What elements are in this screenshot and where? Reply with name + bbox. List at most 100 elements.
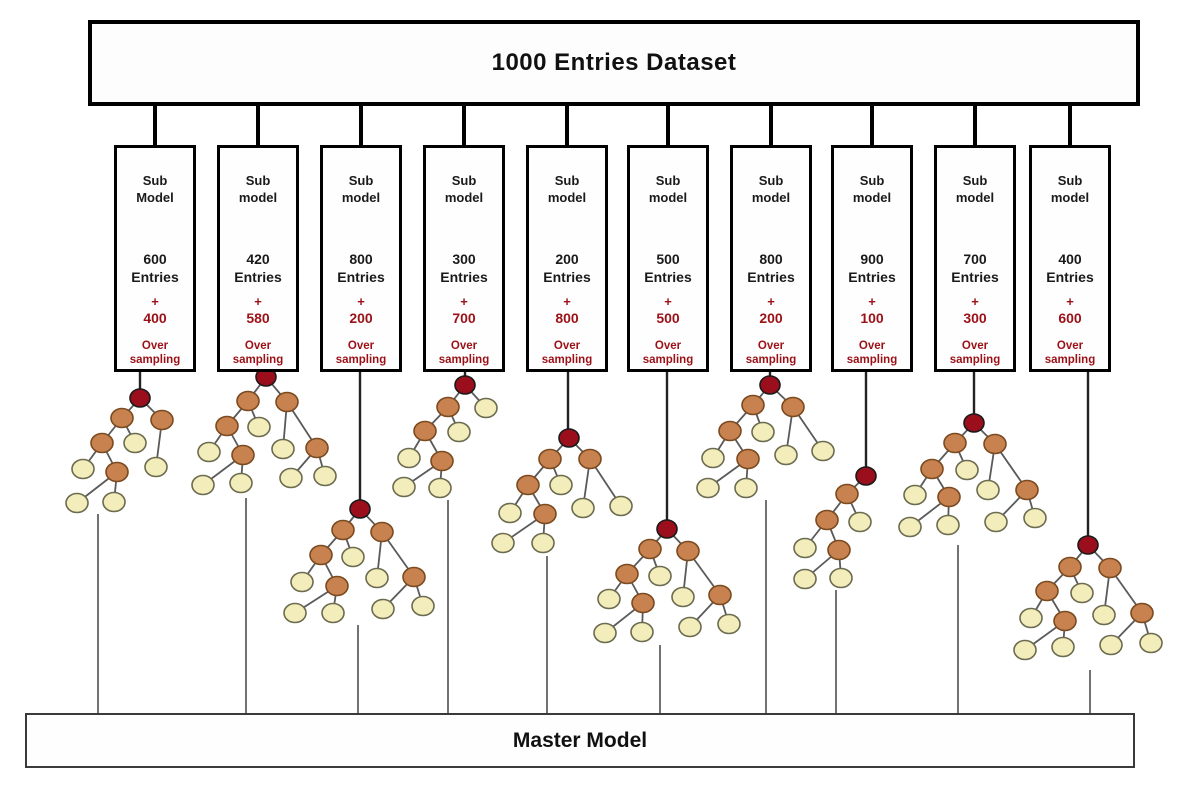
tree-node-internal: [943, 432, 967, 454]
tree-node-leaf: [498, 502, 522, 524]
tree-node-root: [656, 519, 678, 539]
tree-node-leaf: [123, 432, 147, 454]
tree-node-internal: [105, 461, 129, 483]
tree-node-root: [963, 413, 985, 433]
tree-node-leaf: [229, 472, 253, 494]
tree-node-leaf: [102, 491, 126, 513]
master-model-label: Master Model: [512, 728, 648, 752]
tree-node-internal: [533, 503, 557, 525]
tree-node-leaf: [976, 479, 1000, 501]
tree-node-leaf: [648, 565, 672, 587]
tree-node-leaf: [717, 613, 741, 635]
tree-node-leaf: [811, 440, 835, 462]
plus-sign: +: [563, 294, 571, 309]
tree-node-leaf: [144, 456, 168, 478]
tree-node-internal: [430, 450, 454, 472]
plus-sign: +: [767, 294, 775, 309]
tree-node-leaf: [829, 567, 853, 589]
tree-node-leaf: [531, 532, 555, 554]
tree-node-leaf: [903, 484, 927, 506]
tree-node-internal: [1053, 610, 1077, 632]
plus-sign: +: [357, 294, 365, 309]
tree-node-internal: [325, 575, 349, 597]
oversample-count: 200: [759, 310, 783, 326]
tree-node-leaf: [1023, 507, 1047, 529]
tree-node-leaf: [793, 568, 817, 590]
tree-node-root: [1077, 535, 1099, 555]
tree-node-leaf: [1099, 634, 1123, 656]
tree-node-leaf: [313, 465, 337, 487]
tree-node-internal: [231, 444, 255, 466]
tree-node-leaf: [630, 621, 654, 643]
tree-node-leaf: [290, 571, 314, 593]
tree-node-internal: [1130, 602, 1154, 624]
tree-node-leaf: [671, 586, 695, 608]
tree-node-internal: [983, 433, 1007, 455]
tree-node-internal: [718, 420, 742, 442]
tree-node-root: [349, 499, 371, 519]
tree-node-internal: [920, 458, 944, 480]
tree-node-leaf: [936, 514, 960, 536]
tree-node-internal: [708, 584, 732, 606]
plus-sign: +: [151, 294, 159, 309]
tree-node-leaf: [571, 497, 595, 519]
tree-node-leaf: [734, 477, 758, 499]
tree-node-internal: [538, 448, 562, 470]
tree-node-internal: [1035, 580, 1059, 602]
tree-node-leaf: [279, 467, 303, 489]
oversample-count: 800: [555, 310, 579, 326]
tree-node-internal: [815, 509, 839, 531]
tree-node-leaf: [447, 421, 471, 443]
plus-sign: +: [971, 294, 979, 309]
tree-node-leaf: [371, 598, 395, 620]
plus-sign: +: [1066, 294, 1074, 309]
tree-node-leaf: [341, 546, 365, 568]
tree-node-internal: [676, 540, 700, 562]
tree-node-internal: [150, 409, 174, 431]
tree-node-leaf: [678, 616, 702, 638]
tree-node-internal: [516, 474, 540, 496]
tree-node-leaf: [321, 602, 345, 624]
tree-node-leaf: [1051, 636, 1075, 658]
tree-node-leaf: [701, 447, 725, 469]
tree-node-root: [129, 388, 151, 408]
oversample-count: 500: [656, 310, 680, 326]
tree-node-leaf: [474, 397, 498, 419]
oversample-count: 300: [963, 310, 987, 326]
plus-sign: +: [868, 294, 876, 309]
tree-node-leaf: [751, 421, 775, 443]
tree-node-root: [855, 466, 877, 486]
tree-node-leaf: [848, 511, 872, 533]
tree-node-internal: [275, 391, 299, 413]
tree-node-internal: [436, 396, 460, 418]
tree-node-internal: [937, 486, 961, 508]
